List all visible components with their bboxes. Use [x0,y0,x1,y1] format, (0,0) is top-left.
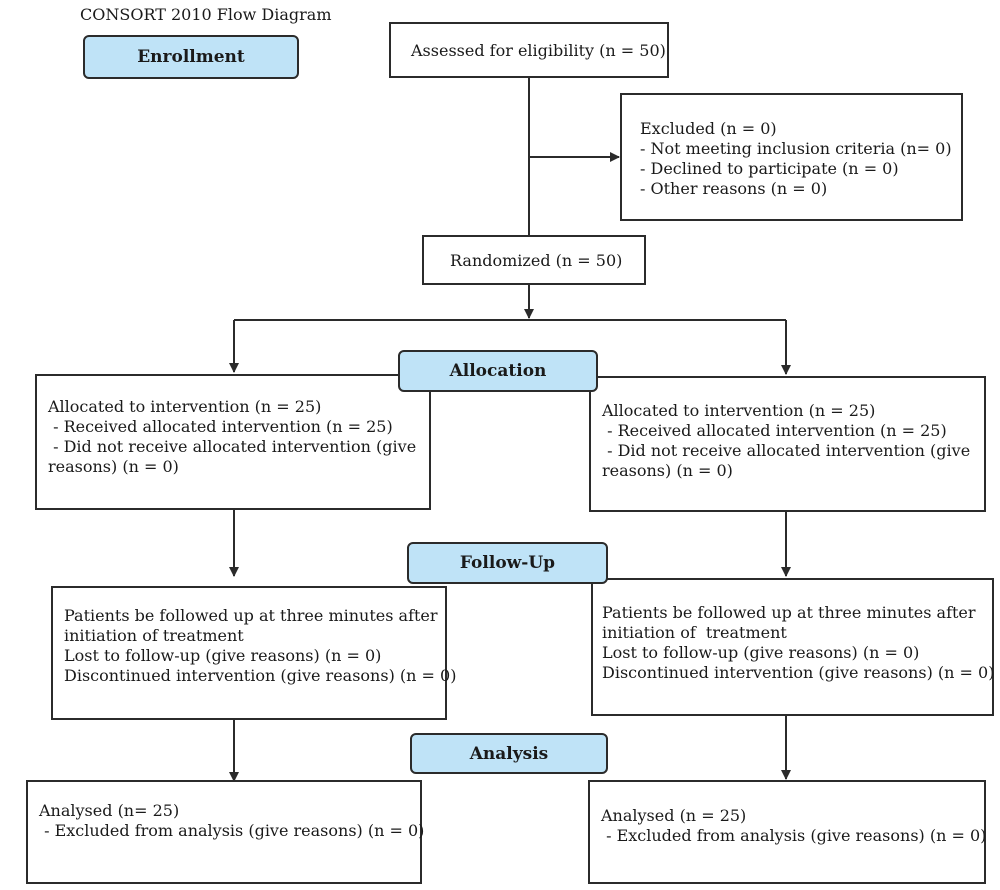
assessed-box: Assessed for eligibility (n = 50) [389,22,669,78]
followup-right-line: Patients be followed up at three minutes… [602,603,976,622]
followup-left-line: Lost to follow-up (give reasons) (n = 0) [64,646,382,665]
randomized-box: Randomized (n = 50) [422,235,646,285]
analysis-right-line: - Excluded from analysis (give reasons) … [601,826,987,845]
stage-allocation-label: Allocation [449,361,547,381]
analysis-left-line: Analysed (n= 25) [39,801,180,820]
allocation-left-line: Allocated to intervention (n = 25) [48,397,322,416]
allocation-right-line: Allocated to intervention (n = 25) [602,401,876,420]
analysis-left-box: Analysed (n= 25) - Excluded from analysi… [26,780,425,884]
excluded-line: - Not meeting inclusion criteria (n= 0) [640,139,952,158]
analysis-right-line: Analysed (n = 25) [601,806,747,825]
allocation-left-line: - Did not receive allocated intervention… [48,437,417,456]
allocation-right-line: reasons) (n = 0) [602,461,733,480]
allocation-left-box: Allocated to intervention (n = 25) - Rec… [35,374,431,510]
followup-left-line: initiation of treatment [64,626,244,645]
analysis-right-box: Analysed (n = 25) - Excluded from analys… [588,780,986,884]
stage-analysis-label: Analysis [469,743,549,764]
assessed-text: Assessed for eligibility (n = 50) [411,41,666,60]
allocation-right-line: - Received allocated intervention (n = 2… [602,421,947,440]
followup-right-line: Discontinued intervention (give reasons)… [602,663,995,682]
allocation-left-line: reasons) (n = 0) [48,457,179,476]
followup-left-line: Patients be followed up at three minutes… [64,606,438,625]
analysis-left-line: - Excluded from analysis (give reasons) … [39,821,425,840]
excluded-line: - Declined to participate (n = 0) [640,159,899,178]
followup-right-line: initiation of treatment [602,623,787,642]
excluded-box: Excluded (n = 0) - Not meeting inclusion… [620,93,963,221]
excluded-line: Excluded (n = 0) [640,119,777,138]
allocation-right-line: - Did not receive allocated intervention… [602,441,971,460]
stage-allocation: Allocation [398,350,598,392]
followup-left-box: Patients be followed up at three minutes… [51,586,457,720]
stage-followup: Follow-Up [407,542,608,584]
stage-enrollment-label: Enrollment [137,47,245,67]
stage-analysis: Analysis [410,733,608,774]
followup-right-box: Patients be followed up at three minutes… [591,578,994,716]
stage-followup-label: Follow-Up [459,553,556,573]
randomized-text: Randomized (n = 50) [450,251,623,270]
allocation-right-box: Allocated to intervention (n = 25) - Rec… [589,376,986,512]
allocation-left-line: - Received allocated intervention (n = 2… [48,417,393,436]
followup-left-line: Discontinued intervention (give reasons)… [64,666,457,685]
followup-right-line: Lost to follow-up (give reasons) (n = 0) [602,643,920,662]
excluded-line: - Other reasons (n = 0) [640,179,828,198]
diagram-title: CONSORT 2010 Flow Diagram [80,5,332,24]
stage-enrollment: Enrollment [83,35,299,79]
